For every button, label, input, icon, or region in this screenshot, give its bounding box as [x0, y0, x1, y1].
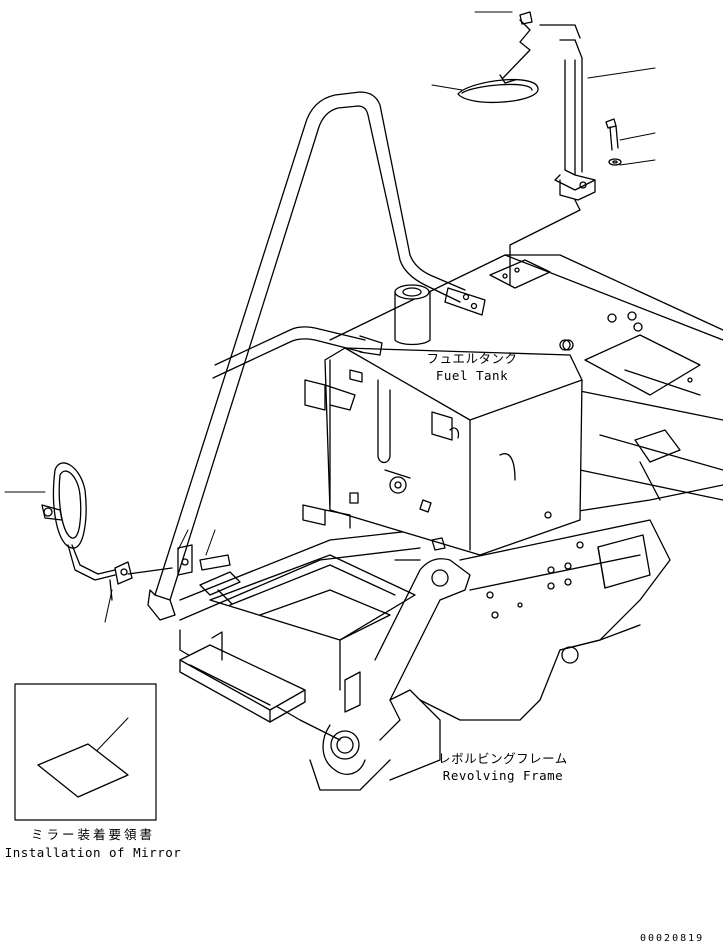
fuel-tank: [302, 284, 583, 556]
revolving-frame: [179, 254, 723, 791]
fuel-tank-label-en: Fuel Tank: [435, 368, 509, 383]
side-mirror: [41, 462, 231, 601]
revolving-frame-label-en: Revolving Frame: [442, 768, 564, 783]
manual-label-jp: ミラー装着要領書: [30, 827, 155, 842]
step: [179, 554, 416, 723]
revolving-frame-label-jp: レボルビングフレーム: [438, 751, 568, 766]
drawing-code: 00020819: [640, 933, 705, 944]
manual-box: [14, 683, 157, 821]
mirror-stay-top: [457, 11, 622, 286]
fuel-tank-label-jp: フュエルタンク: [426, 351, 518, 366]
leader-lines: [4, 11, 656, 761]
boom-bracket: [374, 537, 471, 741]
handrail: [147, 91, 486, 621]
manual-label-en: Installation of Mirror: [4, 845, 182, 860]
